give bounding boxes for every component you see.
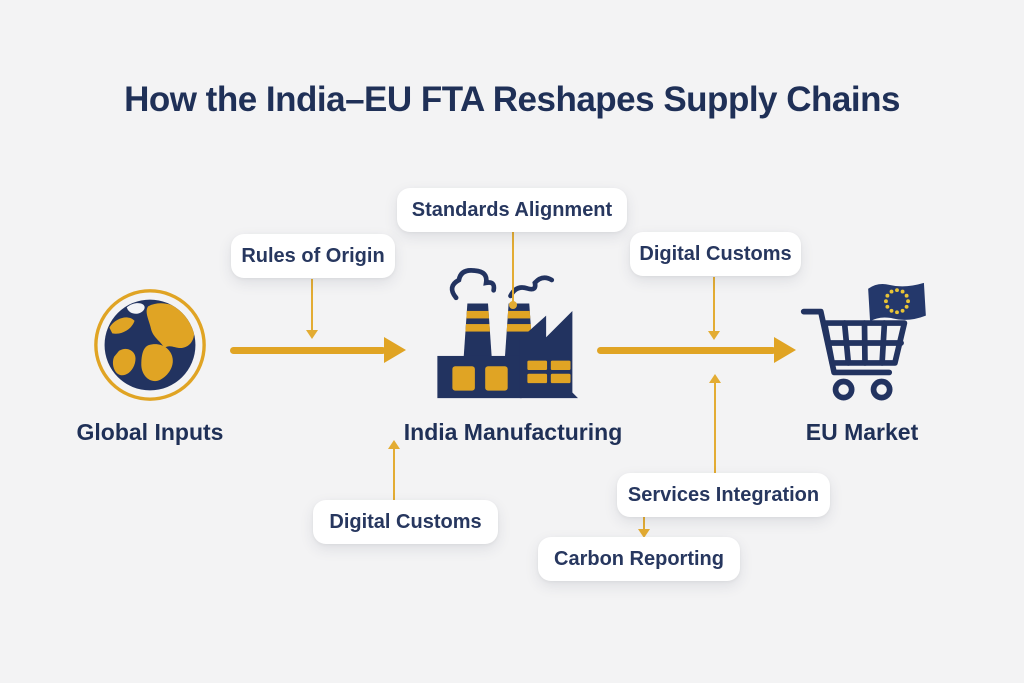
arrow-head-down-icon (708, 331, 720, 340)
arrow-shaft (597, 346, 776, 354)
arrow-india-to-eu (597, 337, 796, 363)
arrow-shaft (230, 346, 386, 354)
connector-rules-of-origin (311, 279, 313, 330)
shopping-cart-icon (800, 308, 908, 401)
arrow-global-to-india (230, 337, 406, 363)
callout-rules-of-origin: Rules of Origin (231, 234, 395, 278)
callout-carbon-reporting: Carbon Reporting (538, 537, 740, 581)
callout-digital-customs-bottom: Digital Customs (313, 500, 498, 544)
connector-services-integration (714, 383, 716, 473)
connector-standards-alignment (512, 232, 514, 302)
callout-services-integration: Services Integration (617, 473, 830, 517)
arrow-head-up-icon (388, 440, 400, 449)
arrow-head-right-icon (774, 337, 796, 363)
node-label-global-inputs: Global Inputs (76, 418, 224, 445)
eu-flag-icon (868, 282, 926, 322)
arrow-head-up-icon (709, 374, 721, 383)
node-label-eu-market: EU Market (805, 418, 919, 445)
factory-icon (437, 268, 578, 399)
connector-dot-icon (509, 301, 517, 309)
arrow-head-down-icon (306, 330, 318, 339)
arrow-head-right-icon (384, 337, 406, 363)
callout-digital-customs-top: Digital Customs (630, 232, 801, 276)
globe-icon (94, 289, 206, 401)
callout-standards-alignment: Standards Alignment (397, 188, 627, 232)
node-label-india-manufacturing: India Manufacturing (403, 418, 623, 445)
connector-digital-customs-top (713, 277, 715, 331)
diagram-title: How the India–EU FTA Reshapes Supply Cha… (124, 80, 900, 119)
connector-digital-customs-bottom (393, 449, 395, 501)
connector-services-to-carbon (643, 517, 645, 530)
arrow-head-down-icon (638, 529, 650, 538)
